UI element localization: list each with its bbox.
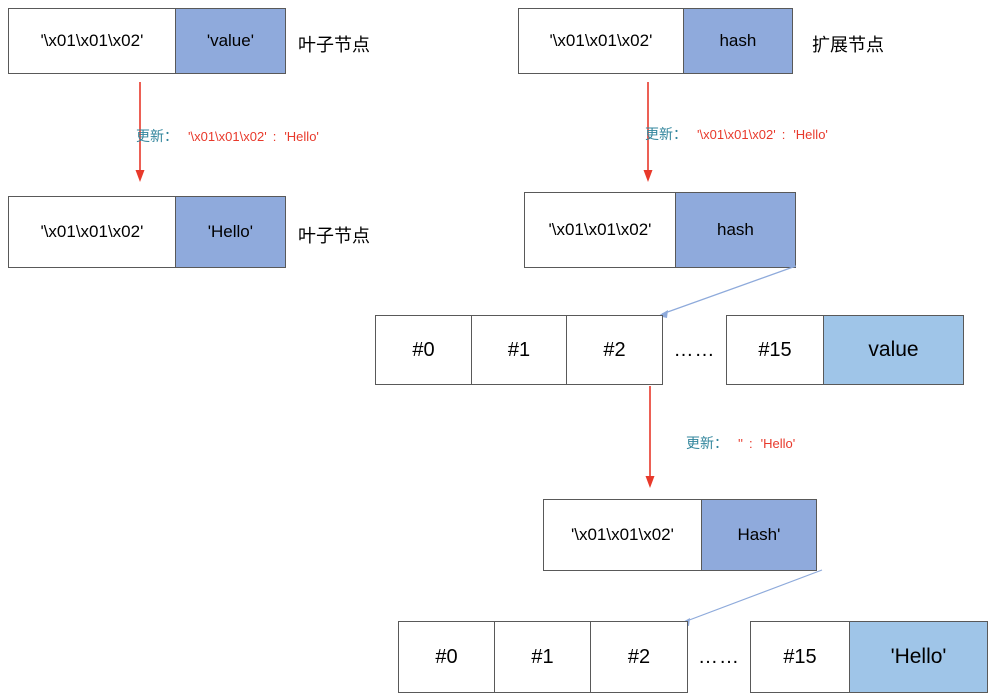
right-update-label-text: 更新： [645, 126, 687, 142]
leaf-node-after-value: 'Hello' [175, 197, 285, 267]
branch-node-before-slots: #0 #1 #2 [375, 315, 663, 385]
branch-slot-0: #0 [376, 316, 472, 384]
extension-node-updated-key: '\x01\x01\x02' [544, 500, 702, 570]
updated-extension-to-branch-connector [679, 569, 823, 626]
middle-update-arrow [645, 386, 655, 488]
right-update-colon: : [781, 127, 786, 142]
branch-node-after-slots: #0 #1 #2 [398, 621, 688, 693]
branch-node-after-tail: #15 'Hello' [750, 621, 988, 693]
branch-slot-1: #1 [472, 316, 567, 384]
middle-update-label: 更新： '' : 'Hello' [686, 433, 795, 453]
branch-slot-15: #15 [727, 316, 823, 384]
leaf-node-before-caption: 叶子节点 [298, 35, 370, 55]
right-update-label: 更新： '\x01\x01\x02' : 'Hello' [645, 124, 828, 144]
middle-update-label-text: 更新： [686, 435, 728, 451]
extension-to-branch-connector [658, 265, 797, 318]
branch-node-before-tail: #15 value [726, 315, 964, 385]
branch-after-ellipsis: …… [698, 645, 740, 668]
leaf-node-before-key: '\x01\x01\x02' [9, 9, 176, 73]
extension-node-before-value: hash [683, 9, 792, 73]
extension-node-before-key: '\x01\x01\x02' [519, 9, 684, 73]
branch-after-slot-0: #0 [399, 622, 495, 692]
extension-node-updated: '\x01\x01\x02' Hash' [543, 499, 817, 571]
leaf-node-after: '\x01\x01\x02' 'Hello' [8, 196, 286, 268]
branch-node-after: #0 #1 #2 …… #15 'Hello' [398, 621, 988, 693]
extension-node-updated-value: Hash' [701, 500, 816, 570]
branch-after-value-cell: 'Hello' [849, 622, 987, 692]
left-update-value: 'Hello' [284, 129, 319, 144]
branch-after-slot-15: #15 [751, 622, 849, 692]
branch-after-slot-2: #2 [591, 622, 687, 692]
middle-update-key: '' [738, 436, 743, 451]
extension-node-after-value: hash [675, 193, 795, 267]
branch-slot-2: #2 [567, 316, 662, 384]
branch-value-cell: value [823, 316, 963, 384]
branch-after-slot-1: #1 [495, 622, 591, 692]
left-update-colon: : [272, 129, 277, 144]
leaf-node-after-caption: 叶子节点 [298, 226, 370, 246]
left-update-label-text: 更新： [136, 128, 178, 144]
extension-node-after-key: '\x01\x01\x02' [525, 193, 676, 267]
left-update-key: '\x01\x01\x02' [188, 129, 267, 144]
leaf-node-after-key: '\x01\x01\x02' [9, 197, 176, 267]
branch-ellipsis: …… [673, 338, 716, 361]
branch-node-before: #0 #1 #2 …… #15 value [375, 315, 964, 385]
extension-node-before: '\x01\x01\x02' hash [518, 8, 793, 74]
leaf-node-before-value: 'value' [175, 9, 285, 73]
right-update-value: 'Hello' [793, 127, 828, 142]
left-update-label: 更新： '\x01\x01\x02' : 'Hello' [136, 126, 319, 146]
middle-update-value: 'Hello' [760, 436, 796, 451]
leaf-node-before: '\x01\x01\x02' 'value' [8, 8, 286, 74]
extension-node-before-caption: 扩展节点 [812, 35, 884, 55]
extension-node-after: '\x01\x01\x02' hash [524, 192, 796, 268]
right-update-key: '\x01\x01\x02' [697, 127, 776, 142]
middle-update-colon: : [748, 436, 753, 451]
